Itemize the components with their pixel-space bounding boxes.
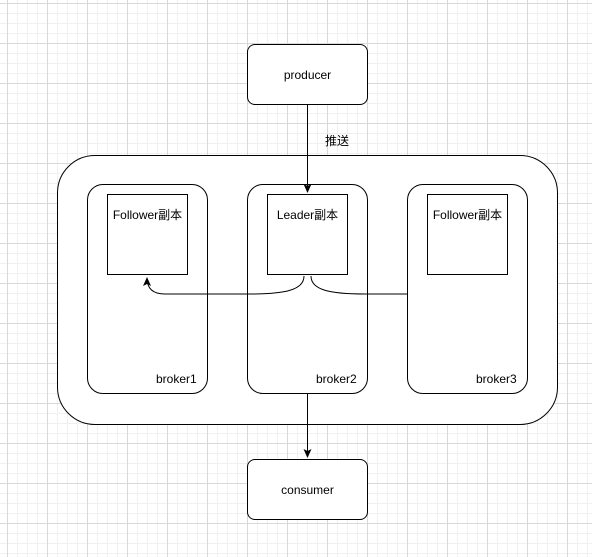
leader-replica-broker2[interactable]: Leader副本 [267,194,348,275]
producer-label: producer [283,67,332,82]
broker3-label: broker3 [476,372,517,386]
broker1-label: broker1 [156,372,197,386]
follower-replica-broker1[interactable]: Follower副本 [107,194,188,275]
consumer-box[interactable]: consumer [247,459,368,520]
push-edge-label: 推送 [325,134,350,148]
follower-replica-broker3-label: Follower副本 [432,208,503,222]
consumer-label: consumer [281,482,334,497]
leader-replica-broker2-label: Leader副本 [276,208,339,222]
producer-box[interactable]: producer [247,44,368,105]
follower-replica-broker1-label: Follower副本 [112,208,183,222]
follower-replica-broker3[interactable]: Follower副本 [427,194,508,275]
broker2-label: broker2 [316,372,357,386]
